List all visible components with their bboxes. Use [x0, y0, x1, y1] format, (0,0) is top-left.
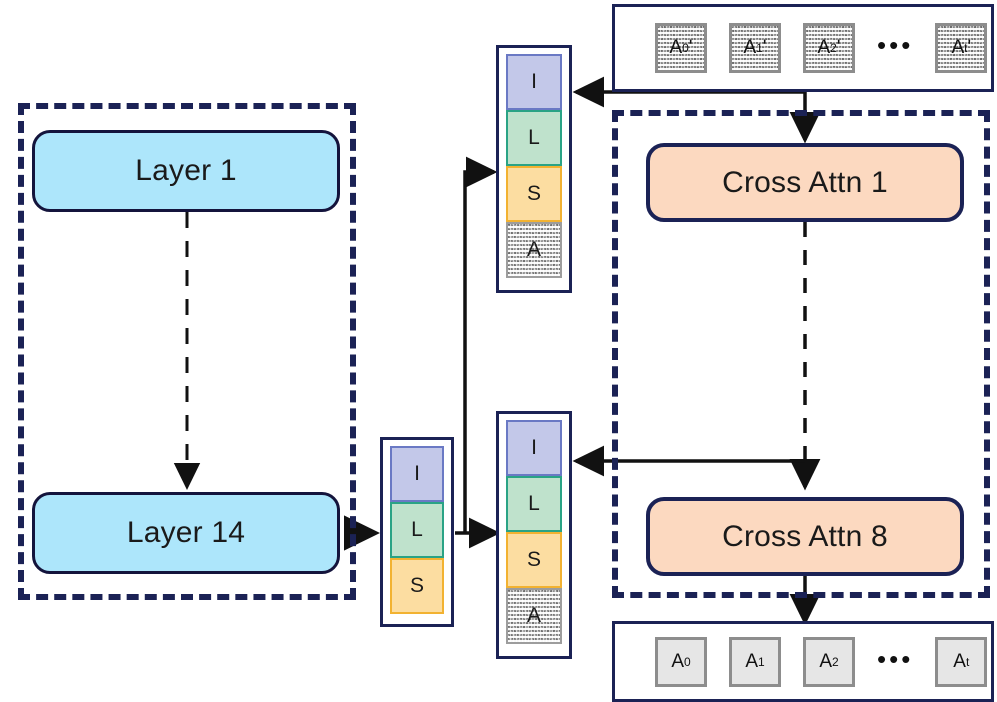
audio-token-sub: 0 — [682, 41, 689, 55]
audio-row-ellipsis: ••• — [877, 643, 914, 674]
audio-token-base: A — [817, 37, 831, 58]
cross-attn-1-box[interactable]: Cross Attn 1 — [646, 143, 964, 222]
token-label: A — [526, 238, 541, 261]
layer-14-box[interactable]: Layer 14 — [32, 492, 340, 574]
token-stack-ils[interactable]: I L S — [380, 437, 454, 627]
audio-token-sub: t — [965, 654, 970, 669]
token-label: S — [409, 574, 424, 597]
cross-attn-1-label: Cross Attn 1 — [722, 165, 888, 199]
token-stack-ilsa-top[interactable]: I L S A — [496, 45, 572, 293]
audio-token-base: A — [743, 37, 757, 58]
audio-token-prime: ' — [836, 37, 841, 58]
token-block-l: L — [390, 502, 444, 558]
token-label: L — [528, 126, 540, 149]
audio-token-base: A — [819, 650, 832, 672]
audio-token-prime: ' — [688, 37, 693, 58]
layer-14-label: Layer 14 — [126, 516, 246, 549]
audio-token-prime: ' — [762, 37, 767, 58]
audio-token-sub: 2 — [832, 654, 839, 669]
token-label: S — [526, 182, 541, 205]
audio-token-prime: ' — [967, 37, 972, 58]
audio-token-base: A — [671, 650, 684, 672]
token-block-l: L — [506, 110, 562, 166]
token-label: L — [411, 518, 423, 541]
audio-token-sub: t — [964, 41, 968, 55]
token-stack-ilsa-bottom[interactable]: I L S A — [496, 411, 572, 659]
encoder-layer-group — [18, 103, 356, 600]
token-block-l: L — [506, 476, 562, 532]
token-block-s: S — [390, 558, 444, 614]
token-label: I — [414, 462, 420, 485]
token-label: A — [526, 604, 541, 627]
audio-token-sub: 1 — [758, 654, 765, 669]
token-block-i: I — [506, 54, 562, 110]
audio-token-base: A — [953, 650, 966, 672]
layer-1-box[interactable]: Layer 1 — [32, 130, 340, 212]
audio-token-base: A — [745, 650, 758, 672]
token-block-i: I — [390, 446, 444, 502]
token-label: S — [526, 548, 541, 571]
audio-token-sub: 1 — [756, 41, 763, 55]
wire-ils-to-stacks — [455, 156, 501, 549]
token-block-s: S — [506, 532, 562, 588]
token-label: I — [531, 70, 537, 93]
cross-attn-8-box[interactable]: Cross Attn 8 — [646, 497, 964, 576]
token-block-s: S — [506, 166, 562, 222]
audio-row-ellipsis: ••• — [877, 30, 914, 60]
audio-token-sub: 2 — [830, 41, 837, 55]
layer-1-label: Layer 1 — [135, 154, 237, 187]
token-block-a: A — [506, 588, 562, 644]
token-label: L — [528, 492, 540, 515]
cross-attention-group — [612, 110, 990, 598]
audio-token-sub: 0 — [684, 654, 691, 669]
token-block-i: I — [506, 420, 562, 476]
audio-token-base: A — [951, 37, 965, 58]
token-block-a: A — [506, 222, 562, 278]
cross-attn-8-label: Cross Attn 8 — [722, 519, 888, 553]
token-label: I — [531, 436, 537, 459]
audio-token-base: A — [669, 37, 683, 58]
